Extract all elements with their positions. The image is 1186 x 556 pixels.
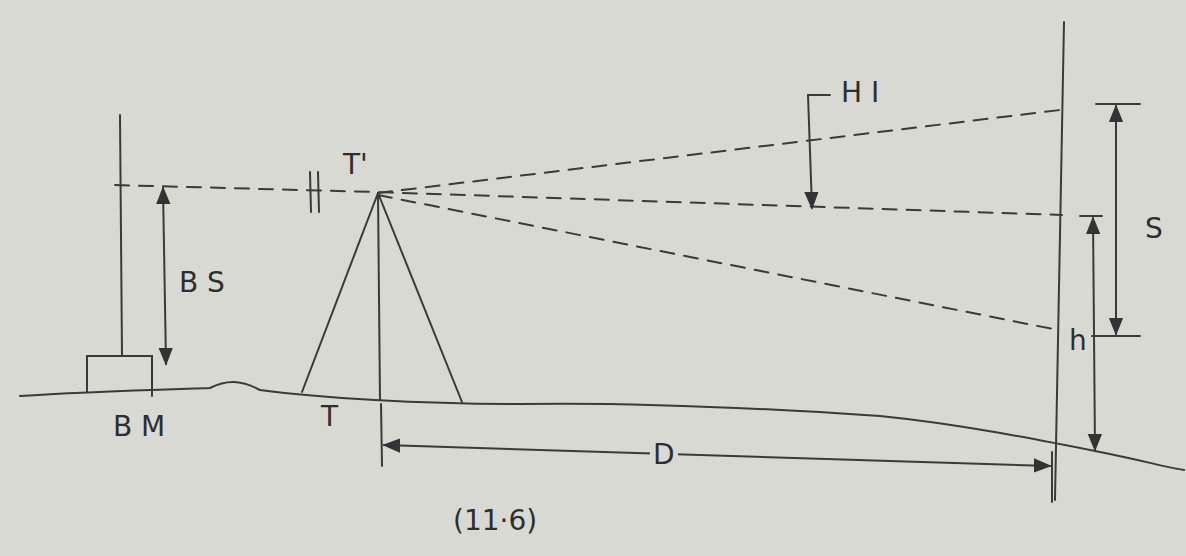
right-staff	[1055, 22, 1064, 500]
upper-sight-line	[378, 110, 1060, 193]
dimension-tick	[381, 404, 382, 466]
staff-intercept-label: S	[1142, 214, 1166, 244]
hi-label: H I	[838, 78, 882, 108]
tripod-leg	[378, 193, 462, 402]
s-arrow	[1115, 106, 1117, 334]
distance-label: D	[650, 440, 678, 470]
left-staff	[120, 115, 122, 356]
d-arrow	[384, 445, 1050, 466]
ground-line	[20, 382, 1184, 470]
hi-leader	[808, 95, 830, 208]
dimension-tick	[1051, 452, 1053, 502]
h-arrow	[1093, 218, 1095, 450]
station-label: T	[318, 402, 341, 432]
instrument-label: T'	[340, 150, 371, 180]
dimension-tick	[1096, 103, 1140, 105]
dimension-tick	[1092, 335, 1140, 337]
tick-mark	[310, 172, 311, 212]
figure-number: (11·6)	[450, 506, 540, 536]
tick-mark	[318, 172, 319, 212]
benchmark-label: B M	[110, 412, 168, 442]
lower-sight-line	[378, 195, 1058, 330]
height-label: h	[1066, 326, 1090, 356]
backsight-arrow	[163, 188, 166, 364]
collimation-line	[115, 185, 1062, 215]
dimension-tick	[1080, 215, 1102, 217]
tripod-axis	[378, 193, 380, 400]
tripod-leg	[302, 193, 378, 392]
benchmark-block	[87, 356, 152, 396]
backsight-label: B S	[176, 268, 228, 298]
